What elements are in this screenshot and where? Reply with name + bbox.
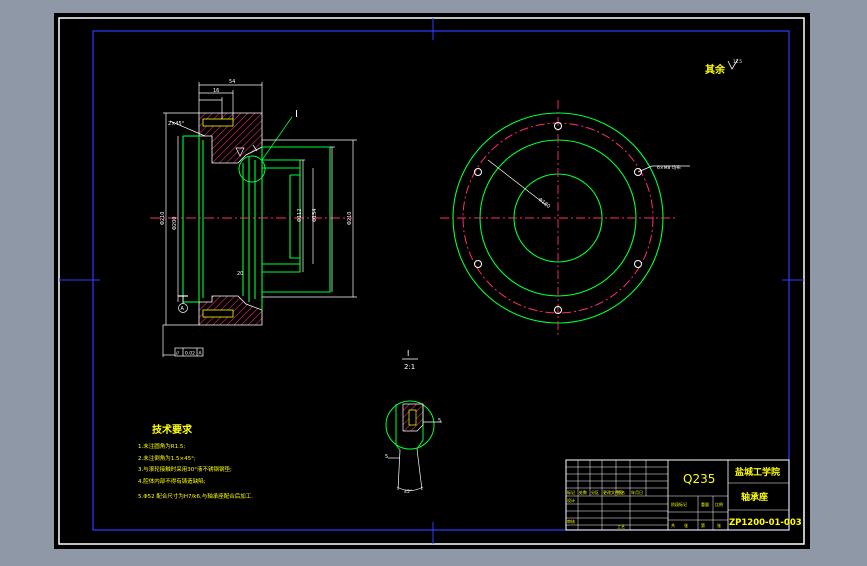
detail-callout-label: I (295, 109, 298, 120)
tb-design-label: 审核 (567, 518, 575, 524)
tb-sheet-label: 张 (684, 522, 688, 528)
detail-label: I (407, 349, 409, 358)
detail-dim-5-right: 5 (438, 418, 441, 424)
section-view: I 54 16 (150, 79, 357, 357)
roughness-label: 其余 (705, 63, 726, 76)
material: Q235 (683, 472, 715, 486)
datum-symbol: A (178, 295, 188, 313)
tb-weight-label: 重量 (701, 501, 709, 507)
roughness-note: 其余 12.5 (705, 58, 742, 76)
dim-flange-diameter: Φ210 (347, 212, 353, 225)
tech-requirements: 技术要求 1.未注圆角为R1.5; 2.未注倒角为1.5×45°; 3.与滚轮接… (138, 423, 253, 500)
tb-row-label: 签名 (617, 489, 625, 495)
dim-mid-diameter: Φ154 (312, 209, 318, 222)
tech-title: 技术要求 (152, 423, 193, 436)
dim-inner-diameter: Φ200 (172, 217, 178, 230)
bolt-holes (474, 122, 642, 314)
tb-sheet-label: 共 (671, 522, 675, 528)
dim-top-small: 16 (213, 88, 219, 94)
bolt-hole (474, 168, 482, 176)
tolerance-symbol: // (176, 351, 180, 357)
tolerance-value: 0.02 (185, 351, 195, 357)
sheet-border (58, 17, 805, 545)
tb-design-label: 设计 (567, 497, 575, 503)
dim-small-20: 20 (237, 271, 243, 277)
detail-view: I 2:1 5 5 45° (385, 349, 442, 495)
bolt-hole (554, 122, 562, 130)
plan-view: 6×M8 均布 Φ180 (440, 100, 690, 336)
tb-row-label: 标记 (567, 489, 575, 495)
dim-top-large: 54 (229, 79, 235, 85)
tb-row-label: 年月日 (631, 489, 643, 495)
dim-bore-diameter: Φ112 (297, 209, 303, 222)
detail-circle (238, 155, 266, 183)
dim-outer-diameter: Φ210 (160, 212, 166, 225)
dim-chamfer: 2×45° (168, 121, 185, 127)
detail-scale: 2:1 (404, 363, 415, 371)
detail-dim-5-left: 5 (385, 454, 388, 460)
tech-item: 3.与滚轮接触时采用30°液不锈钢钢垫; (138, 465, 232, 473)
datum-label: A (181, 306, 185, 312)
tech-item: 2.未注倒角为1.5×45°; (138, 454, 196, 462)
bolt-hole (474, 260, 482, 268)
drawing-number: ZP1200-01-003 (729, 518, 802, 528)
tech-item: 4.腔体内部不得有铸造缺陷; (138, 477, 206, 485)
roughness-value: 12.5 (733, 59, 742, 64)
tech-item: 1.未注圆角为R1.5; (138, 442, 185, 450)
tolerance-datum: A (199, 351, 203, 357)
bolt-hole (554, 306, 562, 314)
hole-note: 6×M8 均布 (657, 164, 681, 171)
tb-sheet-label: 第 (701, 522, 705, 528)
tb-row-label: 更改文件号 (603, 489, 623, 495)
detail-angle: 45° (404, 489, 412, 495)
tb-stage-label: 阶段标记 (671, 501, 687, 507)
tb-scale-label: 比例 (715, 501, 723, 507)
title-block: Q235 盐城工学院 轴承座 ZP1200-01-003 标记 处数 分区 更改… (565, 459, 802, 531)
bolt-hole (634, 168, 642, 176)
tb-sheet-label: 张 (717, 522, 721, 528)
part-name: 轴承座 (741, 491, 768, 503)
tb-row-label: 处数 (579, 489, 587, 495)
bolt-hole (634, 260, 642, 268)
school-name: 盐城工学院 (735, 466, 780, 478)
tolerance-frame: // 0.02 A (174, 347, 204, 357)
tapped-hole-upper (202, 118, 234, 127)
tb-design-label: 工艺 (617, 524, 625, 529)
detail-leader (261, 116, 293, 161)
roughness-marks (235, 144, 258, 157)
tb-row-label: 分区 (591, 489, 599, 495)
detail-boundary (385, 400, 435, 450)
tapped-hole-lower (202, 309, 234, 318)
tech-item: 5.Φ52 配合尺寸为H7/k6,与轴承座配合后加工. (138, 492, 253, 500)
frame-center-marks (59, 18, 804, 544)
